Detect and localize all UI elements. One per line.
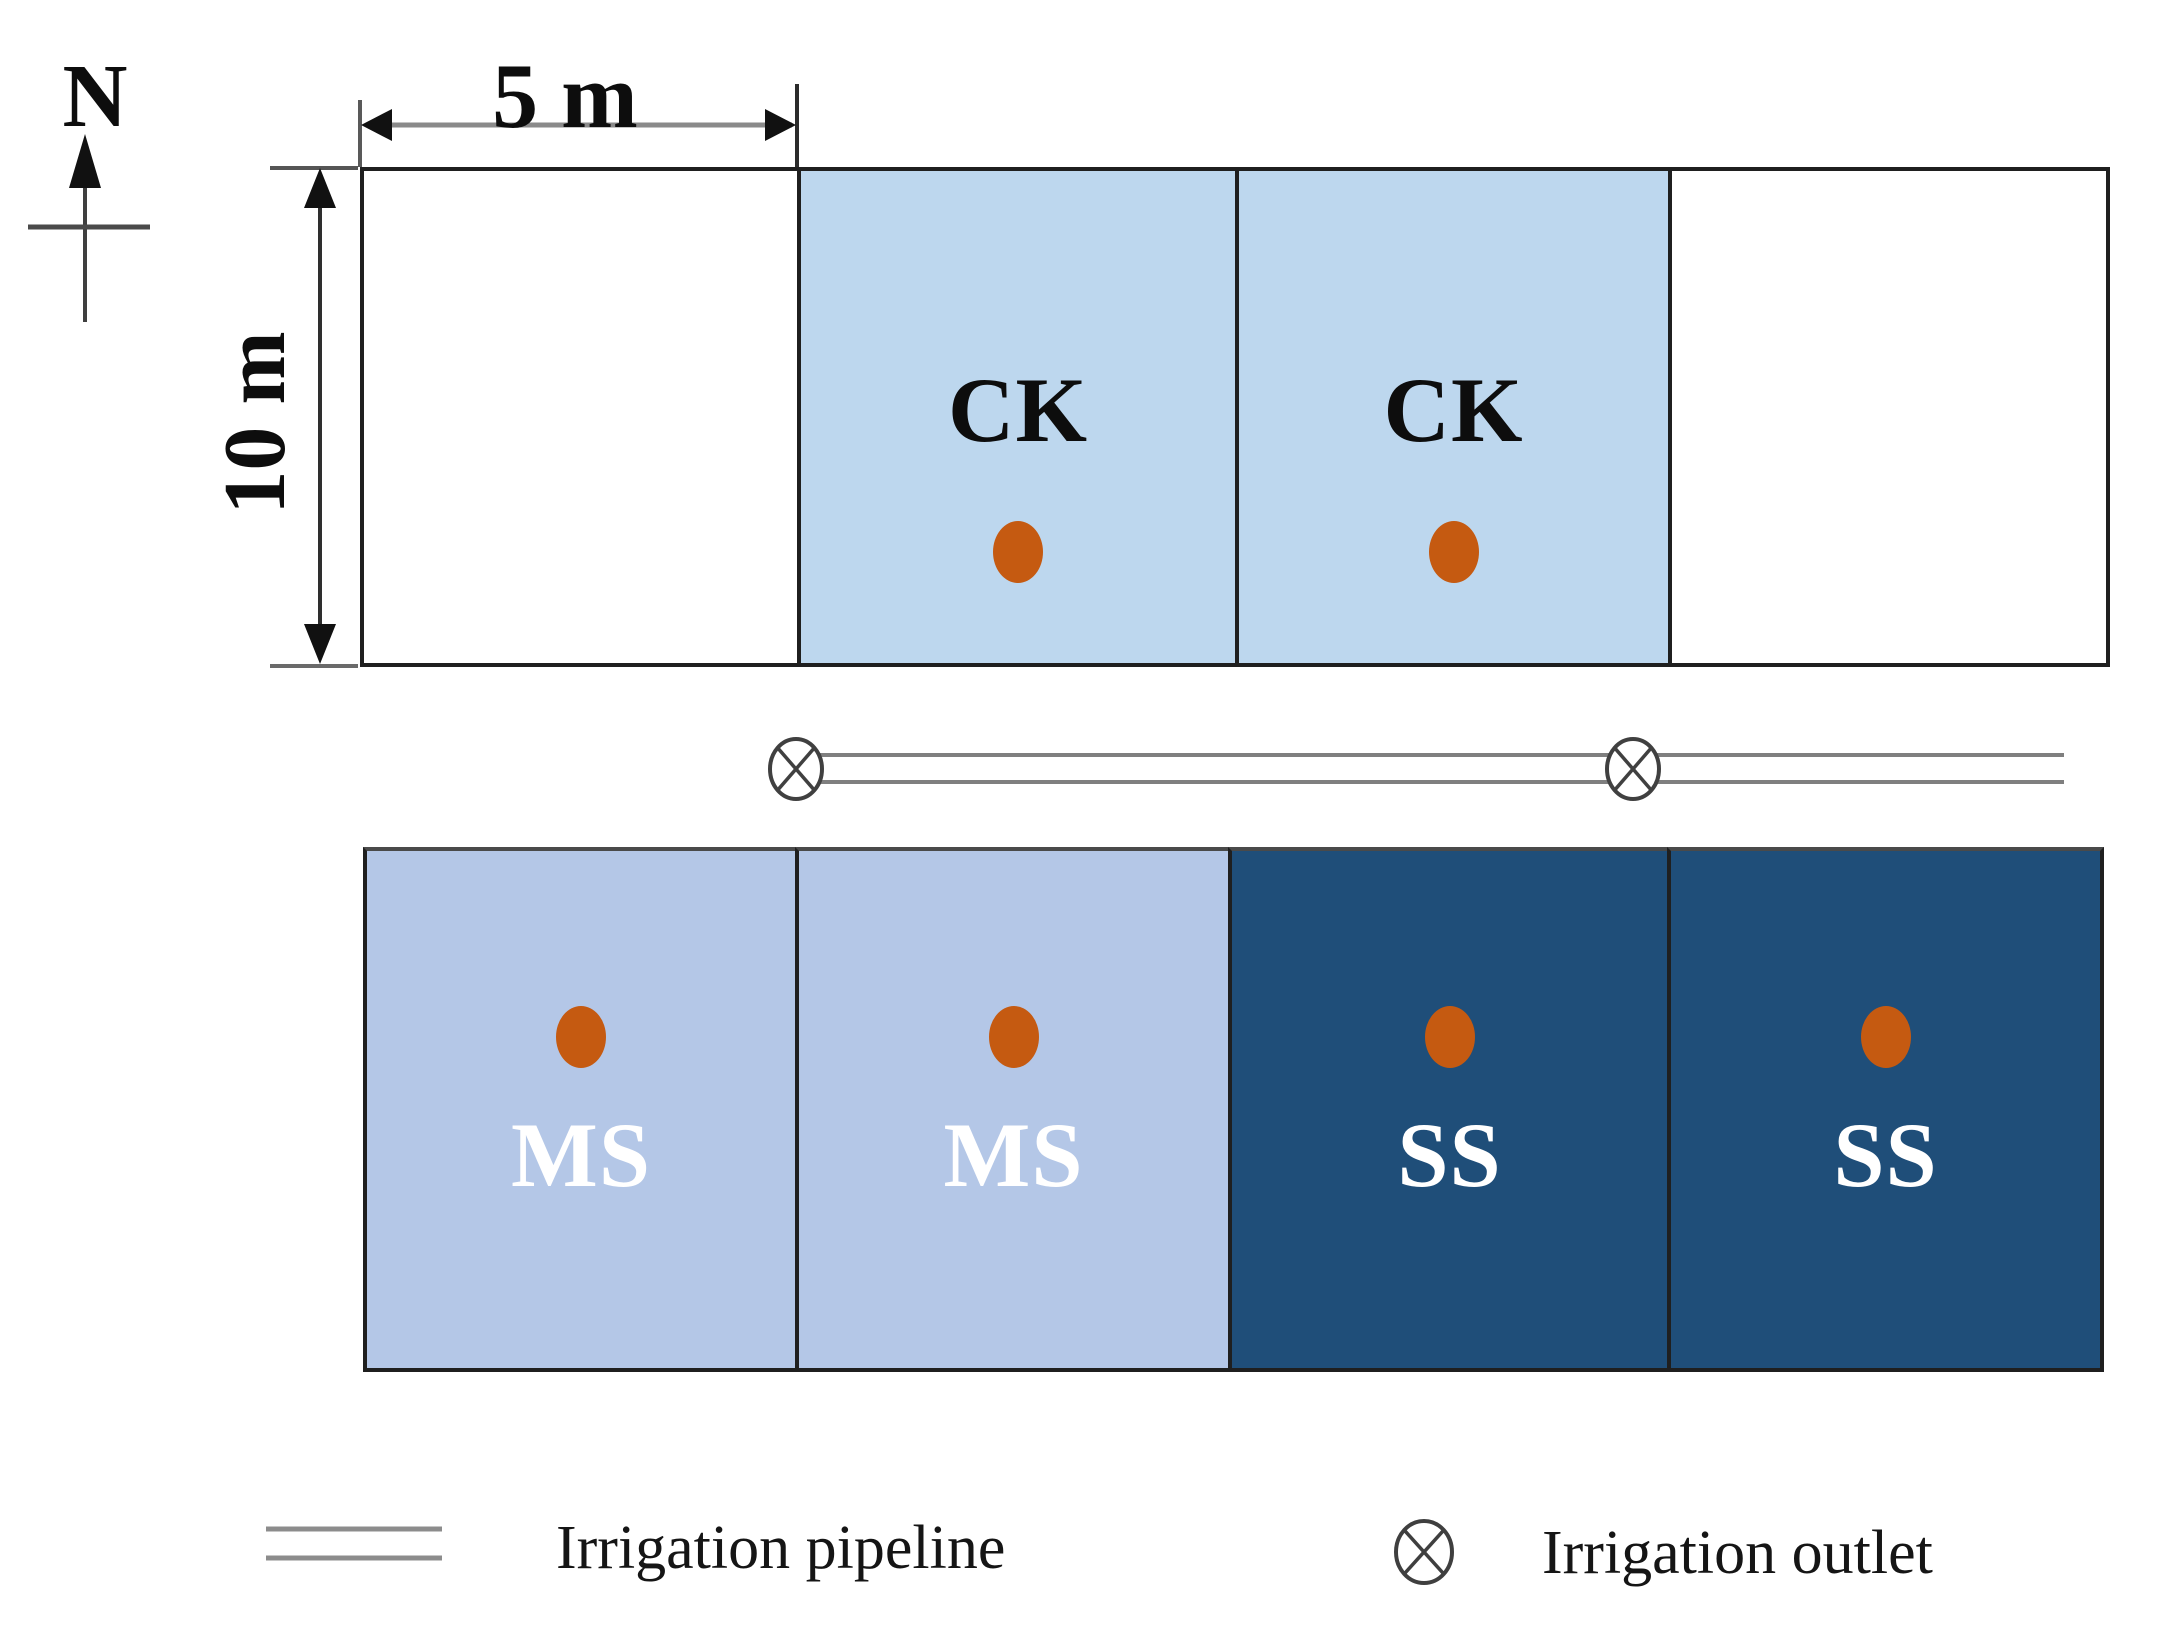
legend-outlet-label: Irrigation outlet: [1542, 1519, 1933, 1587]
plot-ss-1: SS: [1228, 847, 1667, 1372]
irrigation-outlet-2: [1605, 737, 1661, 801]
outlet-x-stroke: [776, 746, 816, 792]
sampling-point-dot: [1428, 521, 1479, 583]
plot-ms-1: MS: [363, 847, 795, 1372]
plot-label-ms-1: MS: [511, 1104, 651, 1206]
arrowhead-up-icon: [304, 168, 336, 208]
plot-label-ss-2: SS: [1833, 1104, 1938, 1206]
sampling-point-dot: [993, 521, 1043, 583]
plot-label-ck-1: CK: [948, 359, 1088, 461]
sampling-point-dot: [1424, 1006, 1475, 1068]
plot-label-ms-2: MS: [943, 1104, 1084, 1206]
arrowhead-left-icon: [361, 109, 392, 141]
plot-height-dimension-label: 10 m: [207, 331, 304, 515]
arrowhead-right-icon: [765, 109, 796, 141]
legend-pipeline-symbol: [266, 1526, 442, 1561]
outlet-x-stroke: [1613, 746, 1653, 792]
plot-ck-1: CK: [797, 167, 1235, 667]
plot-label-ck-2: CK: [1383, 359, 1524, 461]
outlet-circle-icon: [1605, 737, 1661, 801]
plot-empty-west: [360, 167, 797, 667]
sampling-point-dot: [988, 1006, 1039, 1068]
irrigation-pipeline: [796, 753, 2064, 784]
north-arrow: [28, 134, 150, 322]
outlet-x-stroke: [776, 746, 816, 792]
legend-outlet-symbol: [1394, 1519, 1454, 1585]
sampling-point-dot: [1860, 1006, 1911, 1068]
legend-x-stroke: [1402, 1528, 1446, 1576]
north-label: N: [62, 47, 128, 146]
outlet-x-stroke: [1613, 746, 1653, 792]
plot-ss-2: SS: [1667, 847, 2104, 1372]
irrigation-outlet-1: [768, 737, 824, 801]
arrowhead-down-icon: [304, 624, 336, 664]
outlet-circle-icon: [768, 737, 824, 801]
legend-x-stroke: [1402, 1528, 1446, 1576]
sampling-point-dot: [556, 1006, 606, 1068]
legend-pipeline-label: Irrigation pipeline: [556, 1514, 1006, 1582]
plot-empty-east: [1668, 167, 2110, 667]
plot-width-dimension-label: 5 m: [492, 45, 638, 147]
plot-ms-2: MS: [795, 847, 1228, 1372]
plot-ck-2: CK: [1235, 167, 1668, 667]
plot-label-ss-1: SS: [1397, 1104, 1502, 1206]
legend-circle-x-icon: [1394, 1519, 1454, 1585]
